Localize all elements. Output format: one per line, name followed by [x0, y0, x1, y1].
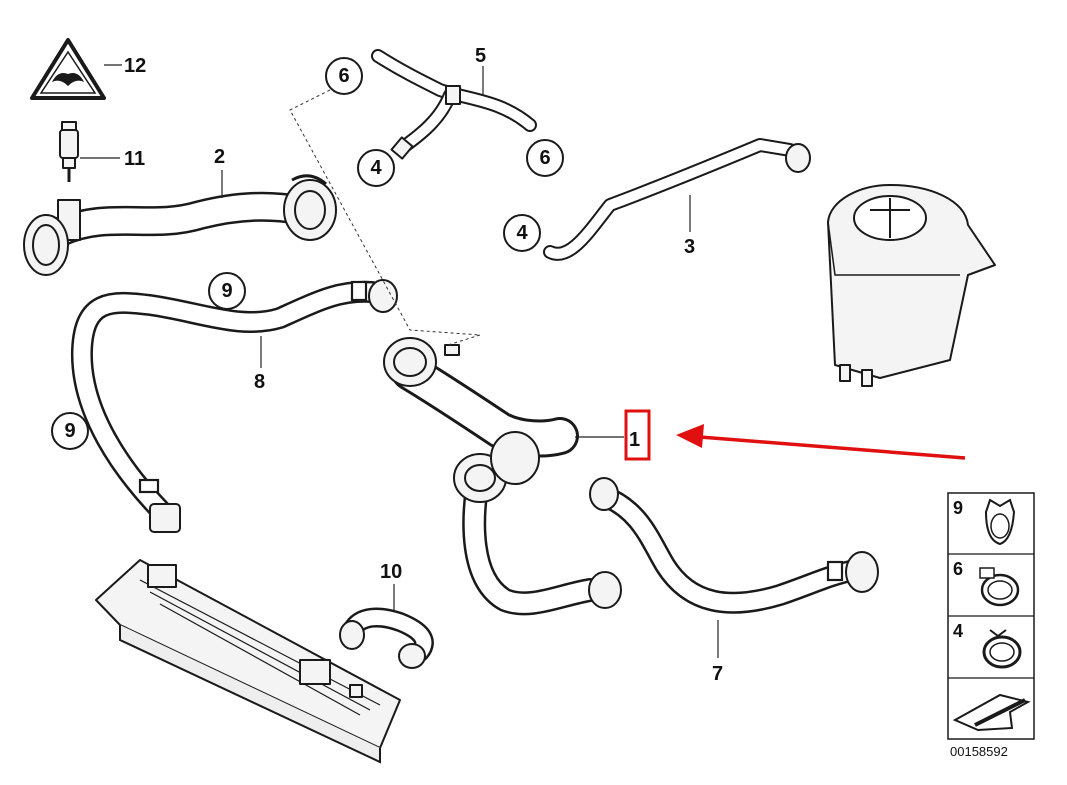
hose-part-8 [70, 279, 398, 533]
callout-3: 3 [684, 236, 695, 258]
circled-callout-6-top: 6 [325, 57, 363, 95]
callout-11: 11 [124, 148, 145, 170]
hose-part-2 [23, 174, 337, 276]
highlight-box [624, 409, 651, 461]
legend-label-9: 9 [953, 498, 963, 518]
temperature-sensor-icon [59, 121, 79, 182]
hose-part-7 [589, 477, 879, 614]
hose-clip-icon [984, 498, 1016, 546]
svg-text:4: 4 [516, 222, 528, 244]
circled-callout-9-top: 9 [208, 272, 246, 310]
dashed-leader [447, 334, 481, 346]
red-pointer-arrow [676, 424, 966, 460]
hose-part-10 [339, 607, 434, 669]
callout-7: 7 [712, 663, 723, 685]
warning-label-icon [30, 38, 106, 100]
hose-part-5 [371, 49, 537, 160]
circled-callout-4-top: 4 [357, 149, 395, 187]
circled-callout-6-right: 6 [526, 139, 564, 177]
svg-text:6: 6 [338, 65, 349, 87]
hose-part-3 [543, 138, 811, 261]
svg-text:9: 9 [64, 420, 75, 442]
spring-clamp-icon [982, 629, 1022, 669]
callout-2: 2 [214, 146, 225, 168]
circled-callout-4-mid: 4 [503, 214, 541, 252]
legend-label-6: 6 [953, 559, 963, 579]
reference-code: 00158592 [950, 744, 1008, 759]
dashed-leader [289, 89, 481, 336]
legend-panel: 9 6 4 [947, 492, 1035, 740]
callout-8: 8 [254, 371, 265, 393]
svg-text:9: 9 [221, 280, 232, 302]
expansion-tank-icon [827, 184, 996, 387]
oil-cooler-icon [95, 559, 401, 764]
callout-12: 12 [124, 55, 146, 77]
callout-5: 5 [475, 45, 486, 67]
svg-text:6: 6 [539, 147, 550, 169]
legend-label-4: 4 [953, 621, 963, 641]
arrow-direction-icon [952, 693, 1031, 732]
callout-1: 1 [629, 429, 640, 451]
circled-callout-9-left: 9 [51, 412, 89, 450]
hose-part-1 [383, 337, 622, 616]
callout-10: 10 [380, 561, 402, 583]
screw-clamp-icon [979, 567, 1020, 607]
svg-text:4: 4 [370, 157, 382, 179]
